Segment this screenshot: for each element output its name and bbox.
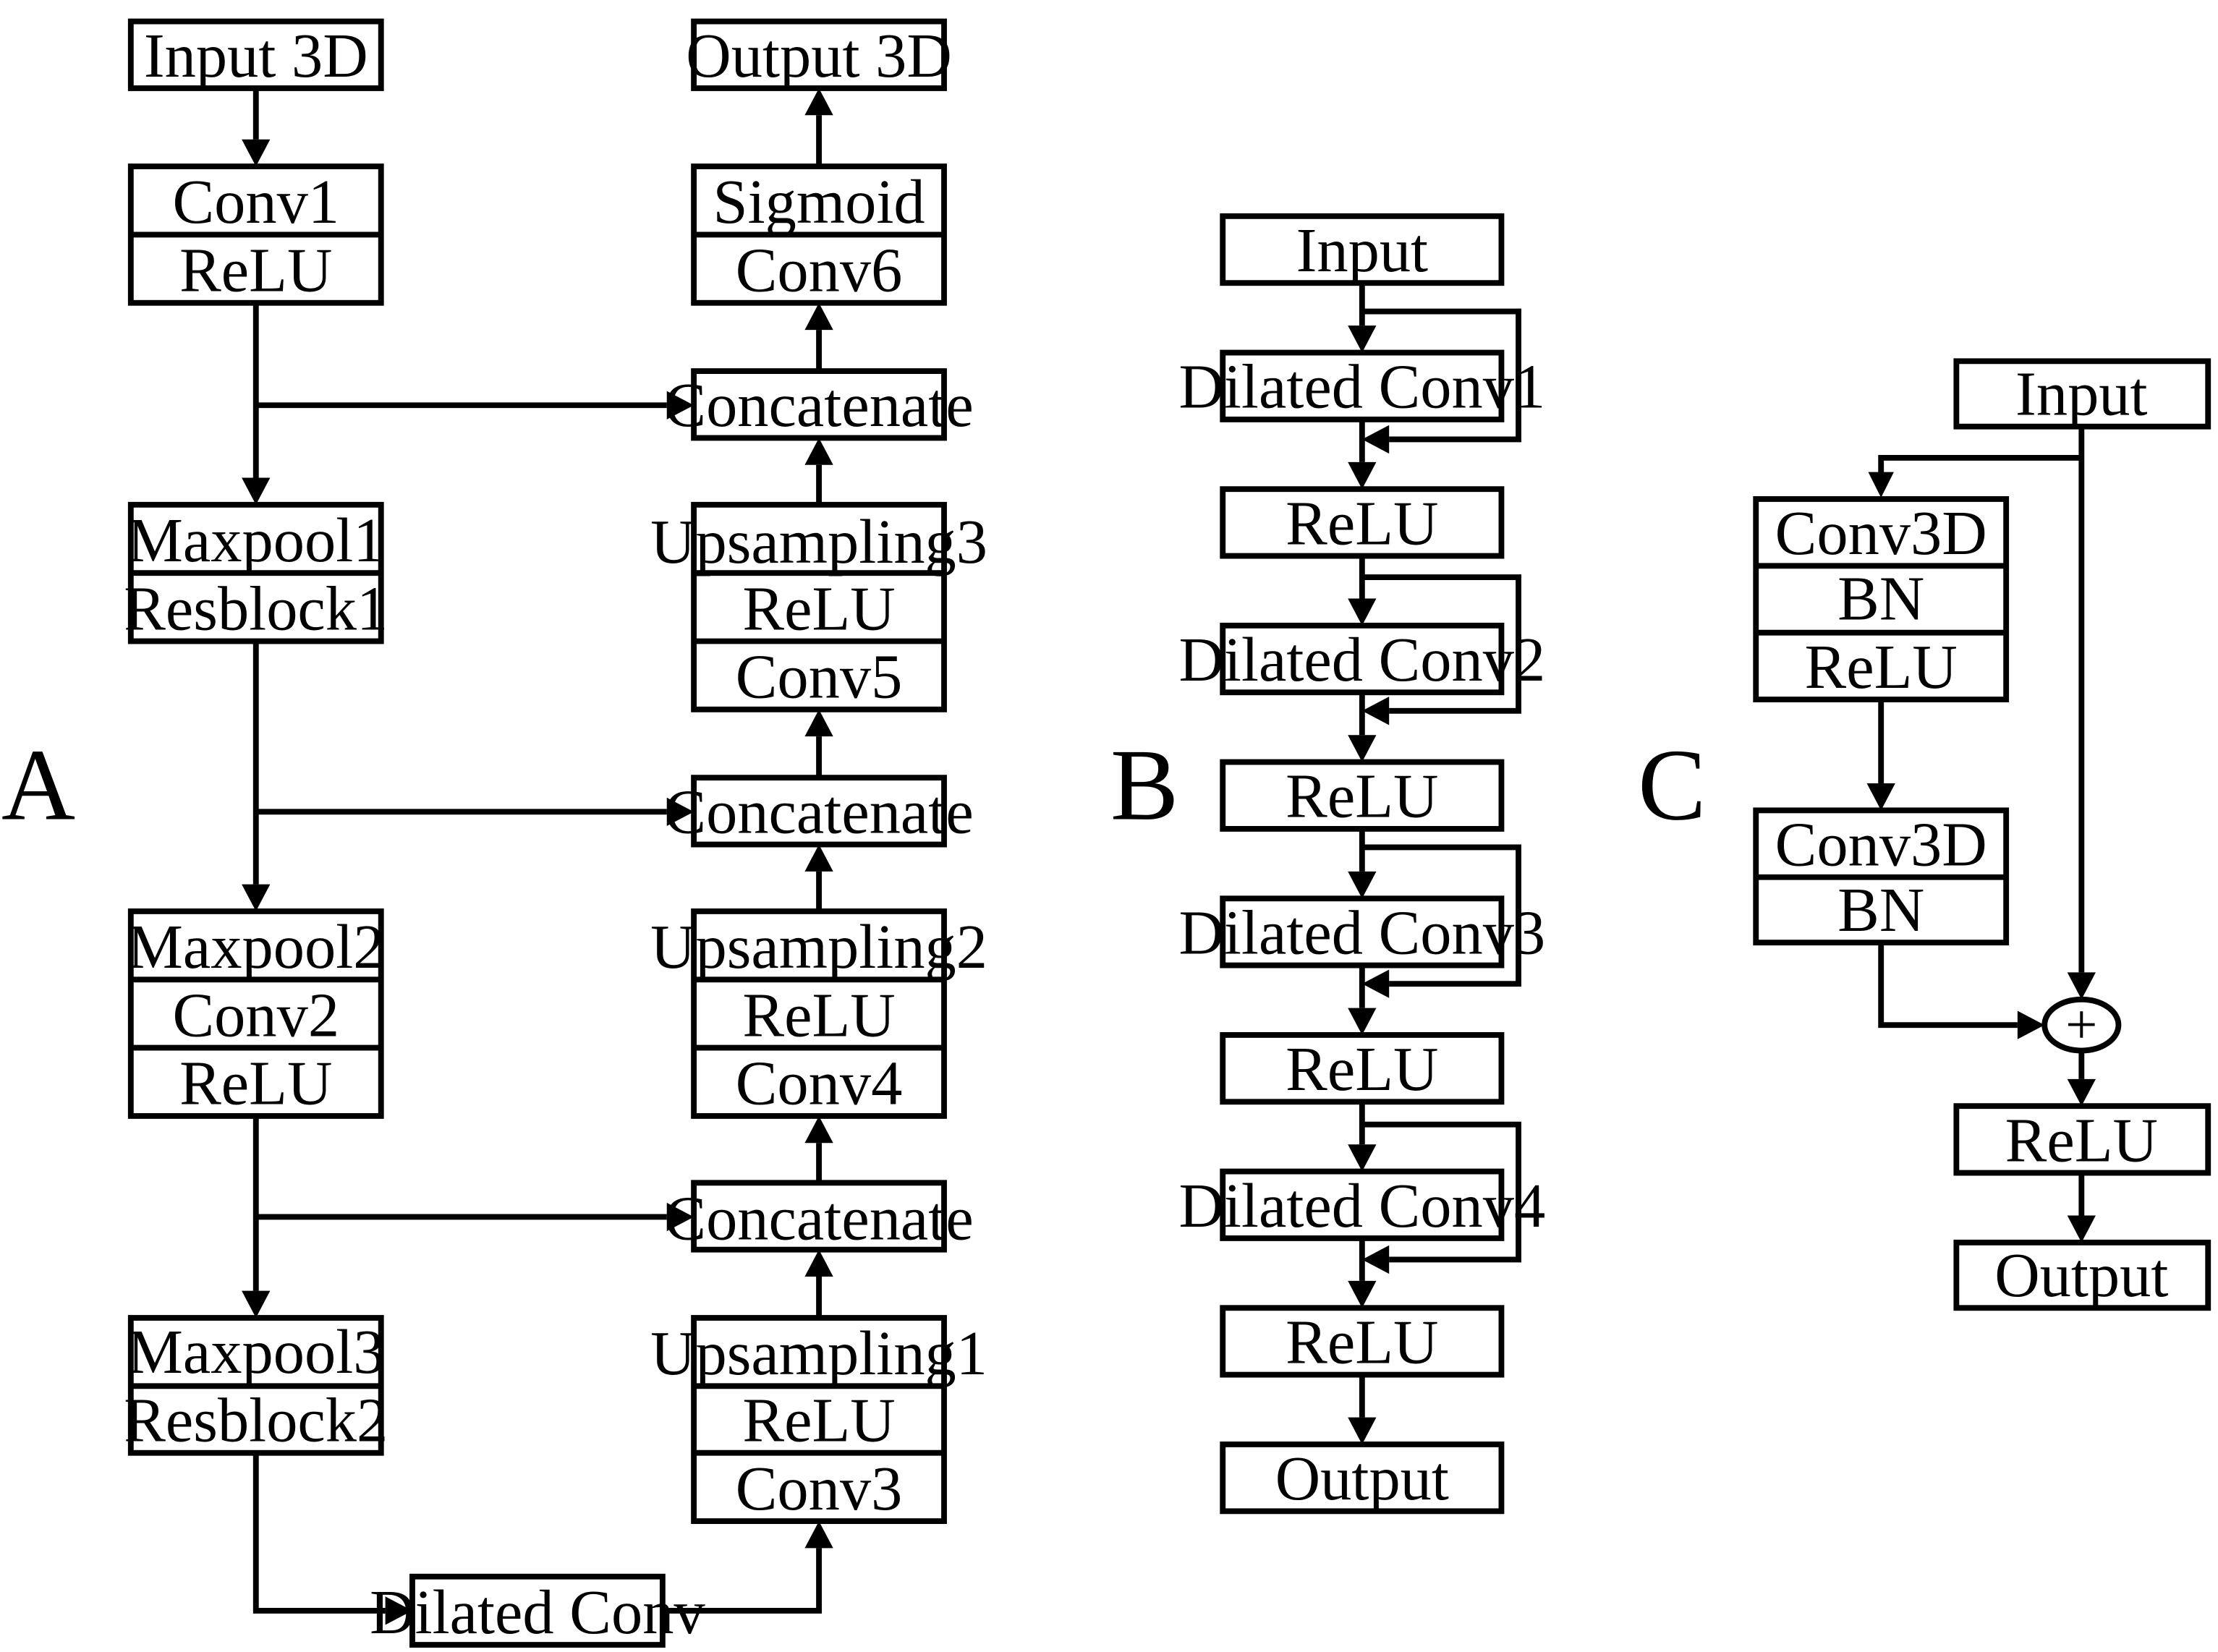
svg-text:Output: Output [1994,1240,2168,1310]
maxpool3-resblock2-block: Maxpool3 Resblock2 [124,1315,388,1456]
relu-block-3: ReLU [1220,1031,1505,1105]
dilated-conv3-block: Dilated Conv3 [1178,895,1545,968]
panel-b-residual-loops [1361,308,1521,1274]
maxpool2-conv2-relu-block: Maxpool2 Conv2 ReLU [127,908,385,1119]
conv6-label: Conv6 [736,236,903,305]
relu-label: ReLU [742,574,895,643]
panel-a-label: A [1,728,75,842]
upsampling3-relu-conv5-block: Upsampling3 ReLU Conv5 [650,501,987,712]
conv4-label: Conv4 [736,1049,903,1118]
input-block: Input [1953,358,2211,430]
panel-a-decoder-connectors [662,88,833,1614]
relu-label: ReLU [742,980,895,1049]
svg-text:Dilated Conv2: Dilated Conv2 [1178,625,1545,694]
bn-label: BN [1837,564,1924,634]
maxpool2-label: Maxpool2 [127,912,384,982]
output-block: Output [1220,1442,1505,1515]
svg-text:Concatenate: Concatenate [664,1183,973,1253]
concatenate-block-2: Concatenate [664,775,974,848]
dilated-conv2-block: Dilated Conv2 [1178,622,1545,696]
dilated-conv4-block: Dilated Conv4 [1178,1168,1545,1241]
input-block: Input [1220,213,1505,286]
conv3-label: Conv3 [736,1454,903,1523]
conv3d-label: Conv3D [1775,810,1987,880]
svg-text:Output 3D: Output 3D [686,21,951,90]
svg-text:Input 3D: Input 3D [144,21,368,90]
conv3d-bn-block: Conv3D BN [1753,807,2010,946]
resblock1-label: Resblock1 [124,574,388,643]
relu-block-1: ReLU [1220,486,1505,559]
concatenate-block-3: Concatenate [664,368,974,441]
svg-text:ReLU: ReLU [1286,1034,1438,1104]
upsampling2-label: Upsampling2 [650,912,987,982]
bn-label: BN [1837,875,1924,945]
svg-text:Concatenate: Concatenate [664,370,973,440]
relu-label: ReLU [742,1386,895,1455]
svg-text:Output: Output [1275,1444,1449,1513]
svg-text:Dilated Conv: Dilated Conv [370,1578,705,1647]
relu-block-2: ReLU [1220,759,1505,832]
output-block: Output [1953,1239,2211,1311]
conv3d-bn-relu-block: Conv3D BN ReLU [1753,496,2010,703]
svg-text:Dilated Conv1: Dilated Conv1 [1178,352,1545,422]
svg-text:Concatenate: Concatenate [664,777,973,846]
panel-b-label: B [1110,728,1178,842]
resblock2-label: Resblock2 [124,1386,388,1455]
upsampling1-label: Upsampling1 [650,1319,987,1388]
relu-block: ReLU [1953,1103,2211,1176]
upsampling1-relu-conv3-block: Upsampling1 ReLU Conv3 [650,1315,987,1525]
svg-text:Input: Input [2015,359,2148,429]
relu-block-4: ReLU [1220,1305,1505,1378]
svg-text:ReLU: ReLU [2005,1105,2158,1175]
conv5-label: Conv5 [736,642,903,712]
relu-label: ReLU [179,236,332,305]
panel-a-skip-connections [255,391,694,1232]
maxpool1-resblock1-block: Maxpool1 Resblock1 [124,501,388,644]
concatenate-block-1: Concatenate [664,1180,974,1253]
panel-a-encoder-connectors [242,88,412,1625]
panel-c-label: C [1638,728,1706,842]
relu-label: ReLU [1805,632,1958,702]
plus-symbol: + [2065,994,2097,1057]
upsampling3-label: Upsampling3 [650,507,987,576]
panel-c-connectors [1866,426,2096,1243]
panel-b-connectors [1348,283,1377,1444]
maxpool3-label: Maxpool3 [127,1317,384,1387]
relu-label: ReLU [179,1049,332,1118]
sigmoid-conv6-block: Sigmoid Conv6 [691,163,947,306]
conv3d-label: Conv3D [1775,498,1987,568]
conv1-relu-block: Conv1 ReLU [127,163,384,306]
upsampling2-relu-conv4-block: Upsampling2 ReLU Conv4 [650,908,987,1119]
svg-text:ReLU: ReLU [1286,1307,1438,1376]
maxpool1-label: Maxpool1 [127,506,384,575]
svg-text:Dilated Conv4: Dilated Conv4 [1178,1171,1545,1240]
input-3d-block: Input 3D [127,18,384,91]
sigmoid-label: Sigmoid [713,167,925,237]
dilated-conv-block: Dilated Conv [370,1573,705,1648]
output-3d-block: Output 3D [686,18,952,91]
panel-b: B [1110,213,1545,1515]
svg-text:Input: Input [1296,216,1429,285]
panel-a: A [1,18,987,1648]
addition-node: + [2041,994,2122,1057]
svg-text:Dilated Conv3: Dilated Conv3 [1178,898,1545,967]
conv2-label: Conv2 [172,980,339,1049]
dilated-conv1-block: Dilated Conv1 [1178,349,1545,422]
panel-c: C Input [1638,358,2211,1311]
conv1-label: Conv1 [172,167,339,237]
svg-text:ReLU: ReLU [1286,488,1438,558]
svg-text:ReLU: ReLU [1286,762,1438,831]
